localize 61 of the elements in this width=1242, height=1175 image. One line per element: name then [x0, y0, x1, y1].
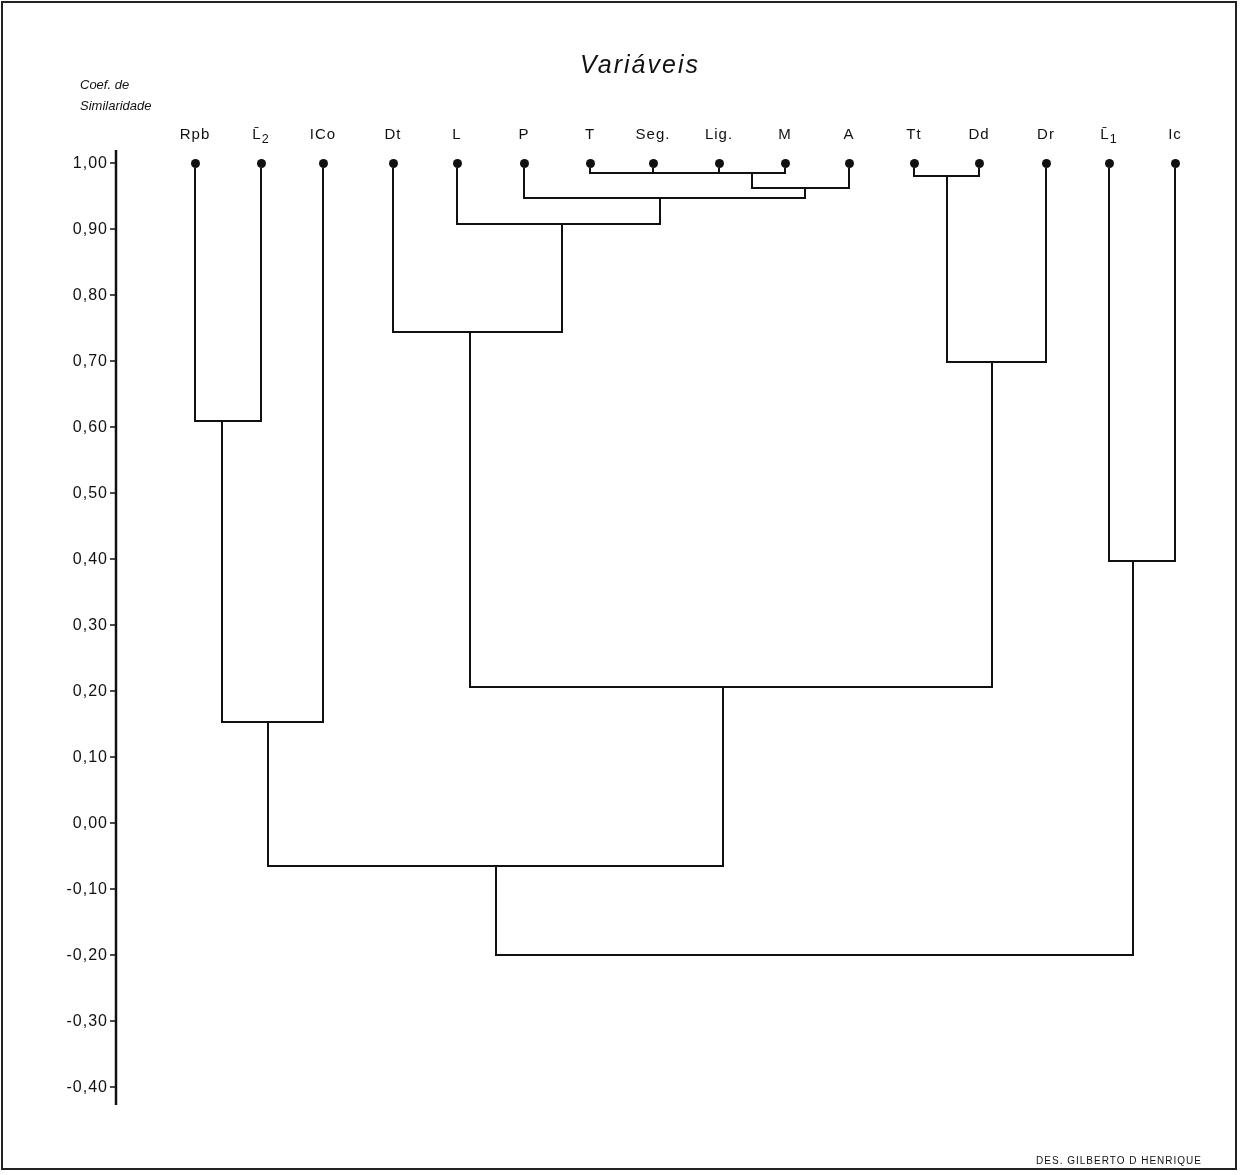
variable-label: L̄$_{1}$: [1100, 124, 1118, 148]
tick-label: -0,20: [65, 945, 108, 965]
dendrogram-branch: [194, 167, 196, 421]
tick-label: 0,20: [71, 681, 108, 701]
tick-label: 0,70: [71, 351, 108, 371]
dendrogram-branch: [456, 167, 458, 224]
dendrogram-branch: [267, 721, 269, 866]
dendrogram-branch: [659, 197, 661, 224]
tick-label: 0,60: [71, 417, 108, 437]
dendrogram-branch: [978, 167, 980, 176]
variable-label: Rpb: [179, 124, 211, 144]
dendrogram-branch: [561, 223, 563, 332]
dendrogram-branch: [1132, 560, 1134, 955]
dendrogram-branch: [221, 420, 223, 722]
tick-label: -0,40: [65, 1077, 108, 1097]
chart-title: Variáveis: [579, 50, 701, 79]
dendrogram-branch: [589, 167, 591, 173]
variable-label: Ic: [1168, 124, 1182, 144]
dendrogram-branch: [495, 865, 497, 955]
variable-label: Dt: [384, 124, 402, 144]
tick-label: 1,00: [71, 153, 108, 173]
dendrogram-branch: [848, 167, 850, 188]
dendrogram-branch: [469, 331, 471, 687]
dendrogram-branch: [392, 167, 394, 332]
variable-label: T: [584, 124, 596, 144]
dendrogram-branch: [523, 167, 525, 198]
variable-label: Tt: [906, 124, 922, 144]
dendrogram-branch: [913, 167, 915, 176]
variable-label: Dr: [1037, 124, 1055, 144]
variable-label: P: [518, 124, 530, 144]
tick-label: 0,50: [71, 483, 108, 503]
dendrogram-branch: [1174, 167, 1176, 561]
dendrogram-branch: [718, 167, 720, 173]
tick-label: -0,30: [65, 1011, 108, 1031]
credit-text: DES. GILBERTO D HENRIQUE: [1036, 1155, 1202, 1166]
variable-label: L: [452, 124, 462, 144]
variable-label: ICo: [309, 124, 337, 144]
variable-label: M: [778, 124, 792, 144]
dendrogram-branch: [751, 172, 753, 188]
axis-title: Coef. de Similaridade: [80, 76, 153, 115]
tick-label: 0,90: [71, 219, 108, 239]
dendrogram-branch: [1108, 167, 1110, 561]
variable-label: Dd: [968, 124, 990, 144]
tick-label: 0,30: [71, 615, 108, 635]
dendrogram-branch: [652, 167, 654, 173]
dendrogram-branch: [784, 167, 786, 173]
tick-label: 0,00: [71, 813, 108, 833]
variable-label: Lig.: [704, 124, 734, 144]
variable-label: Seg.: [635, 124, 671, 144]
tick-label: 0,80: [71, 285, 108, 305]
tick-label: -0,10: [65, 879, 108, 899]
tick-label: 0,10: [71, 747, 108, 767]
variable-label: L̄$_{2}$: [252, 124, 270, 148]
dendrogram-branch: [260, 167, 262, 421]
dendrogram-branch: [991, 361, 993, 687]
tick-label: 0,40: [71, 549, 108, 569]
dendrogram-branch: [1045, 167, 1047, 362]
dendrogram-branch: [946, 175, 948, 362]
variable-label: A: [843, 124, 855, 144]
dendrogram-branch: [722, 686, 724, 866]
dendrogram-branch: [322, 167, 324, 722]
